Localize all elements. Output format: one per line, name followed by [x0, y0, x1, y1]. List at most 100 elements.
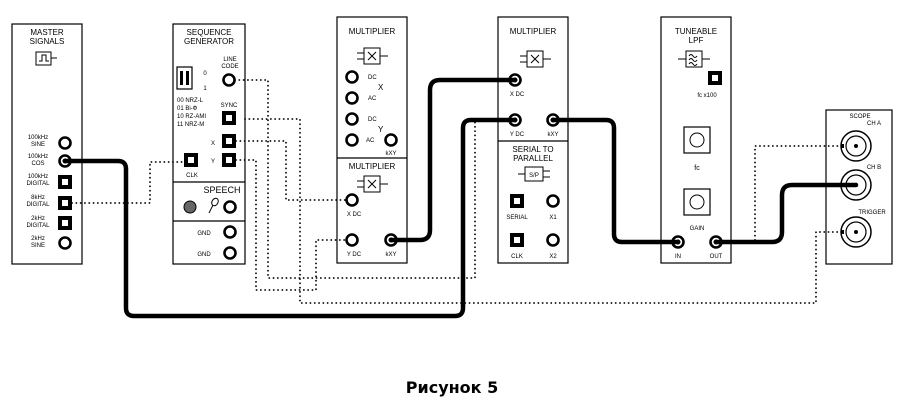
mult1-ac1-label: AC	[368, 96, 377, 102]
scope-label: SCOPE	[849, 114, 870, 120]
master-socket-2-label-2: COS	[31, 161, 44, 167]
socket-x2[interactable]	[546, 233, 560, 247]
figure-caption: Рисунок 5	[405, 378, 499, 397]
lead-to-ch-a	[754, 145, 842, 241]
socket-sync[interactable]	[222, 111, 236, 125]
master-socket-6-label-2: SINE	[31, 243, 45, 249]
x2-label: X2	[549, 254, 557, 260]
fc-label: fc	[694, 165, 700, 172]
socket-mult2-y-dc[interactable]	[345, 233, 359, 247]
scope-cha-label: CH A	[867, 121, 881, 127]
gnd-label-2: GND	[197, 252, 211, 258]
s2p-box-label: S/P	[529, 173, 539, 179]
seqgen-y-label: Y	[211, 159, 215, 165]
master-socket-5-label-1: 2kHz	[31, 216, 45, 222]
mult2-ydc-label: Y DC	[347, 252, 362, 258]
switch-label-1: 1	[203, 86, 207, 92]
lead-mult3-to-lpf	[550, 117, 681, 245]
s2p-title-1: SERIAL TO	[512, 145, 553, 154]
speech-knob[interactable]	[183, 200, 197, 214]
socket-100khz-digital[interactable]	[58, 175, 72, 189]
line-code-label-1: LINE	[223, 57, 236, 63]
seqgen-title-2: GENERATOR	[184, 37, 234, 46]
module-sequence-generator: SEQUENCE GENERATOR 0 1 LINE CODE 00 NRZ-…	[172, 23, 246, 265]
dip-switch[interactable]	[176, 66, 193, 90]
multiplier-icon	[520, 50, 551, 68]
mult2-title: MULTIPLIER	[349, 162, 396, 171]
lpf-title-2: LPF	[689, 36, 704, 45]
solid-leads	[62, 77, 859, 319]
socket-2khz-digital[interactable]	[58, 216, 72, 230]
master-socket-3-label-2: DIGITAL	[27, 181, 51, 187]
master-title-2: SIGNALS	[30, 37, 65, 46]
scope-trigger-label: TRIGGER	[858, 210, 886, 216]
socket-mult2-x-dc[interactable]	[345, 193, 359, 207]
gnd-label-1: GND	[197, 231, 211, 237]
master-socket-4-label-2: DIGITAL	[27, 202, 51, 208]
code-10: 10 RZ-AMI	[177, 114, 206, 120]
lead-8khz-to-clk	[71, 161, 185, 204]
clk-label: CLK	[186, 173, 198, 179]
master-socket-6-label-1: 2kHz	[31, 236, 45, 242]
lead-seqgen-x-to-mult2	[235, 140, 347, 201]
serial-label: SERIAL	[506, 215, 528, 221]
mult3-ydc-label: Y DC	[510, 132, 525, 138]
module-master-signals: MASTER SIGNALS 100kHz SINE 100kHz COS 10…	[11, 23, 83, 265]
socket-2khz-sine[interactable]	[58, 236, 72, 250]
lpf-in-label: IN	[675, 254, 681, 260]
socket-x1[interactable]	[546, 194, 560, 208]
socket-fc-x100[interactable]	[708, 71, 722, 85]
seqgen-x-label: X	[211, 141, 215, 147]
socket-gnd-1[interactable]	[223, 225, 237, 239]
line-code-label-2: CODE	[221, 64, 238, 70]
socket-mult1-y-ac[interactable]	[345, 133, 359, 147]
module-multiplier-left: MULTIPLIER DC X AC DC Y AC kXY MULTIPLIE…	[336, 16, 408, 264]
lead-cos-to-mult3	[62, 117, 518, 319]
socket-serial[interactable]	[510, 194, 524, 208]
gain-knob[interactable]	[683, 188, 711, 216]
switch-label-0: 0	[203, 71, 207, 77]
fcx100-label: fc x100	[697, 93, 717, 99]
multiplier-icon	[357, 175, 388, 193]
scope-chb-label: CH B	[867, 165, 881, 171]
socket-line-code[interactable]	[222, 73, 236, 87]
code-01: 01 Bi-Ф	[177, 106, 198, 112]
multiplier-icon	[357, 47, 388, 65]
module-multiplier-right: MULTIPLIER X DC Y DC kXY SERIAL TO PARAL…	[497, 16, 569, 264]
lead-lpf-to-ch-b	[713, 182, 859, 245]
microphone-icon	[208, 197, 219, 214]
socket-100khz-sine[interactable]	[58, 136, 72, 150]
mult1-dc2-label: DC	[368, 117, 377, 123]
socket-mult1-y-dc[interactable]	[345, 112, 359, 126]
socket-8khz-digital[interactable]	[58, 196, 72, 210]
code-11: 11 NRZ-M	[177, 122, 204, 128]
socket-gnd-2[interactable]	[223, 246, 237, 260]
fc-knob[interactable]	[683, 126, 711, 154]
x1-label: X1	[549, 215, 557, 221]
mult3-xdc-label: X DC	[510, 92, 525, 98]
square-wave-icon	[35, 51, 57, 66]
module-tuneable-lpf: TUNEABLE LPF fc x100 fc GAIN IN OUT	[660, 16, 732, 264]
s2p-clk-label: CLK	[511, 254, 523, 260]
plug-ends	[62, 77, 719, 245]
socket-mult1-x-ac[interactable]	[345, 91, 359, 105]
mult1-y-label: Y	[378, 125, 384, 134]
master-title-1: MASTER	[30, 28, 64, 37]
socket-clk[interactable]	[184, 153, 198, 167]
socket-mult1-x-dc[interactable]	[345, 70, 359, 84]
socket-mult1-kxy[interactable]	[384, 133, 398, 147]
bnc-ch-a[interactable]	[840, 130, 872, 162]
bnc-trigger[interactable]	[840, 216, 872, 248]
speech-label: SPEECH	[203, 185, 240, 195]
filter-icon	[678, 50, 710, 68]
lpf-title-1: TUNEABLE	[675, 27, 717, 36]
socket-seqgen-y[interactable]	[222, 153, 236, 167]
socket-speech[interactable]	[223, 200, 237, 214]
socket-s2p-clk[interactable]	[510, 233, 524, 247]
mult1-dc1-label: DC	[368, 75, 377, 81]
lead-seqgen-y-to-mult2	[235, 159, 347, 291]
lead-sync-to-trigger	[244, 118, 842, 304]
mult2-xdc-label: X DC	[347, 212, 362, 218]
mult2-kxy-label: kXY	[385, 252, 396, 258]
socket-seqgen-x[interactable]	[222, 134, 236, 148]
